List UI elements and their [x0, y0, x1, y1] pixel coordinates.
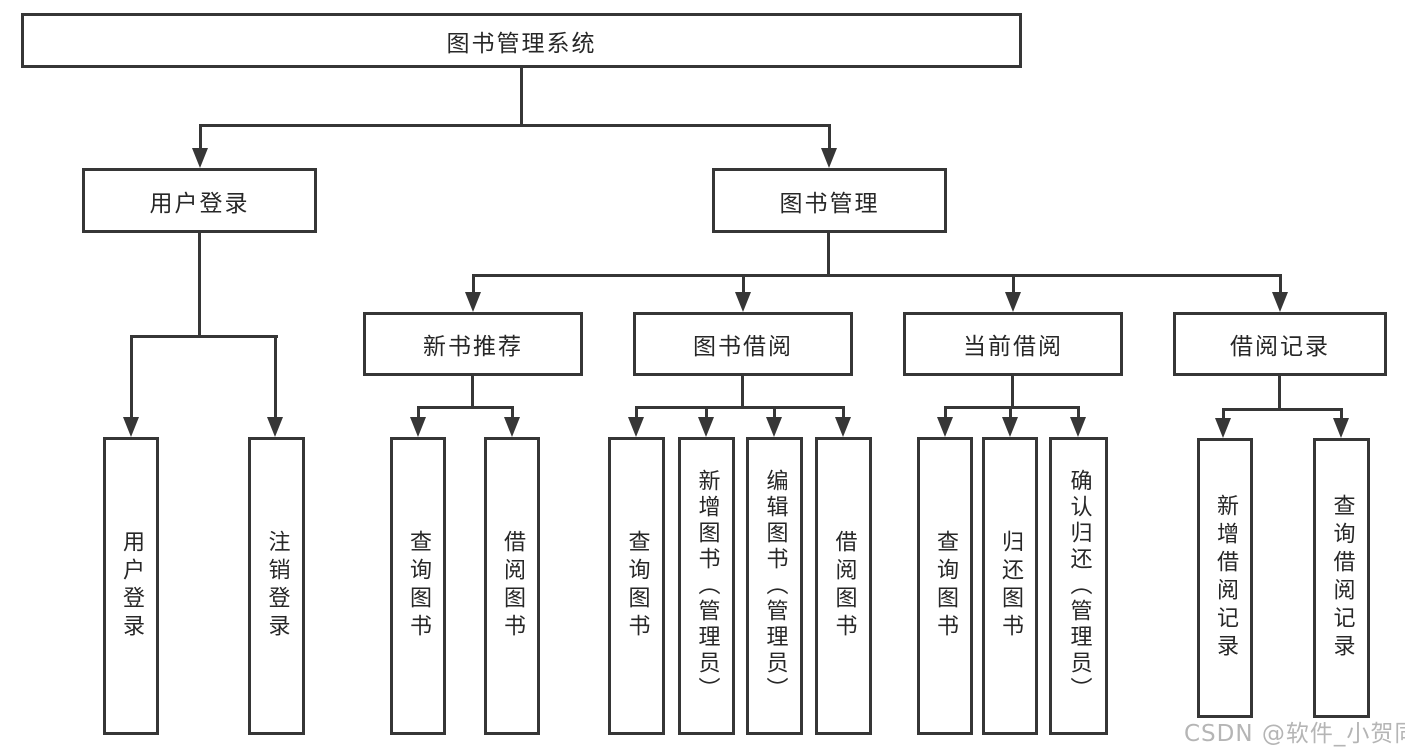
- connector-borrow-stem: [741, 376, 744, 409]
- arrow-down-icon: [766, 417, 782, 437]
- connector-bookmgmt-bar: [472, 274, 1282, 277]
- connector-drop: [130, 335, 133, 421]
- arrow-down-icon: [821, 148, 837, 168]
- node-leaf-add-books-admin: 新增图书（管理员）: [678, 437, 735, 735]
- arrow-down-icon: [1333, 418, 1349, 438]
- node-borrow-records: 借阅记录: [1173, 312, 1387, 376]
- connector-drop: [944, 406, 947, 420]
- node-book-borrow: 图书借阅: [633, 312, 853, 376]
- arrow-down-icon: [123, 417, 139, 437]
- connector-drop: [635, 406, 638, 420]
- node-leaf-query-books-borrow: 查询图书: [608, 437, 665, 735]
- connector-drop: [773, 406, 776, 420]
- connector-current-bar: [944, 406, 1080, 409]
- arrow-down-icon: [504, 417, 520, 437]
- arrow-down-icon: [192, 148, 208, 168]
- connector-drop: [274, 335, 277, 421]
- node-library-system: 图书管理系统: [21, 13, 1022, 68]
- connector-current-stem: [1011, 376, 1014, 409]
- node-user-login: 用户登录: [82, 168, 317, 233]
- connector-userlogin-stem: [198, 233, 201, 338]
- arrow-down-icon: [465, 292, 481, 312]
- connector-root-bar: [199, 124, 831, 127]
- node-new-book-recommend: 新书推荐: [363, 312, 583, 376]
- arrow-down-icon: [698, 417, 714, 437]
- connector-records-bar: [1222, 408, 1343, 411]
- connector-newbook-bar: [417, 406, 514, 409]
- connector-drop: [1279, 274, 1282, 296]
- connector-drop: [742, 274, 745, 296]
- connector-drop: [511, 406, 514, 420]
- arrow-down-icon: [1215, 418, 1231, 438]
- connector-drop: [472, 274, 475, 296]
- node-current-borrow: 当前借阅: [903, 312, 1123, 376]
- arrow-down-icon: [835, 417, 851, 437]
- node-leaf-query-books-recommend: 查询图书: [390, 437, 446, 735]
- arrow-down-icon: [1272, 292, 1288, 312]
- node-book-management: 图书管理: [712, 168, 947, 233]
- connector-drop: [417, 406, 420, 420]
- arrow-down-icon: [1002, 417, 1018, 437]
- connector-drop: [842, 406, 845, 420]
- arrow-down-icon: [1005, 292, 1021, 312]
- arrow-down-icon: [628, 417, 644, 437]
- arrow-down-icon: [735, 292, 751, 312]
- node-leaf-confirm-return-admin: 确认归还（管理员）: [1049, 437, 1108, 735]
- node-leaf-borrow-books-recommend: 借阅图书: [484, 437, 540, 735]
- connector-drop: [1077, 406, 1080, 420]
- node-leaf-query-borrow-record: 查询借阅记录: [1313, 438, 1370, 718]
- arrow-down-icon: [937, 417, 953, 437]
- connector-drop: [1009, 406, 1012, 420]
- connector-drop: [1012, 274, 1015, 296]
- node-leaf-borrow-books: 借阅图书: [815, 437, 872, 735]
- node-leaf-add-borrow-record: 新增借阅记录: [1197, 438, 1253, 718]
- connector-drop: [828, 124, 831, 152]
- connector-records-stem: [1278, 376, 1281, 411]
- arrow-down-icon: [1070, 417, 1086, 437]
- connector-drop: [199, 124, 202, 152]
- connector-drop: [1340, 408, 1343, 421]
- node-leaf-return-books: 归还图书: [982, 437, 1038, 735]
- node-leaf-logout: 注销登录: [248, 437, 305, 735]
- connector-drop: [1222, 408, 1225, 421]
- node-leaf-user-login: 用户登录: [103, 437, 159, 735]
- csdn-watermark: CSDN @软件_小贺同学: [1184, 721, 1405, 747]
- connector-userlogin-bar: [130, 335, 278, 338]
- node-leaf-edit-books-admin: 编辑图书（管理员）: [746, 437, 803, 735]
- connector-root-stem: [520, 68, 523, 127]
- connector-bookmgmt-stem: [827, 233, 830, 277]
- connector-borrow-bar: [635, 406, 845, 409]
- connector-drop: [705, 406, 708, 420]
- connector-newbook-stem: [471, 376, 474, 409]
- node-leaf-query-books-current: 查询图书: [917, 437, 973, 735]
- arrow-down-icon: [410, 417, 426, 437]
- arrow-down-icon: [267, 417, 283, 437]
